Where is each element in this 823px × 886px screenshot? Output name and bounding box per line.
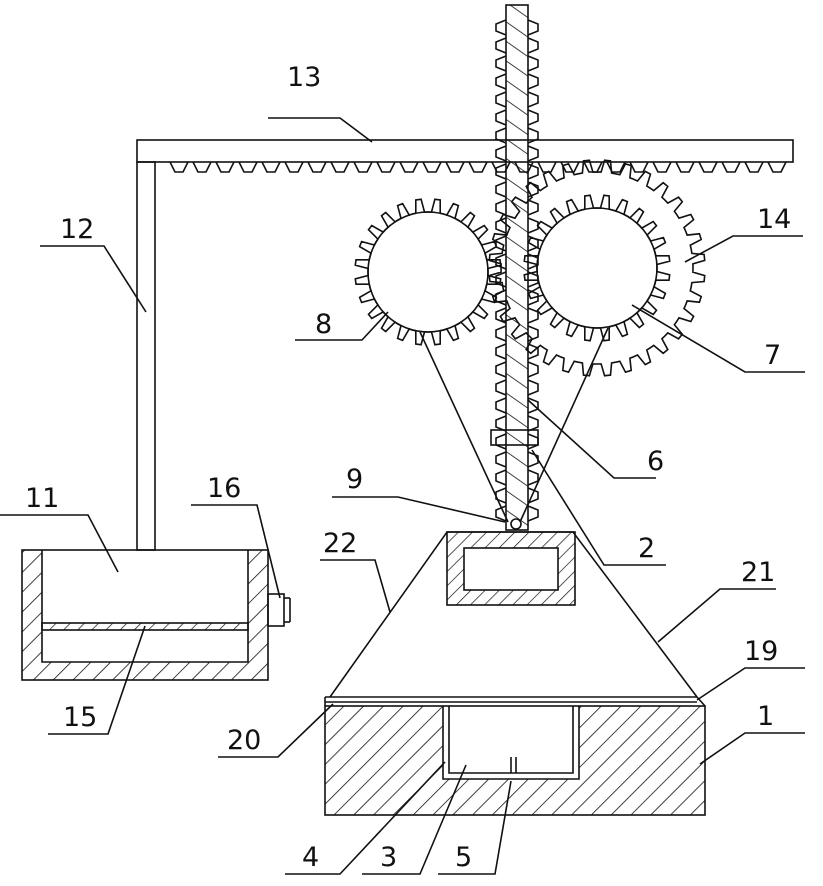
arm-tooth <box>699 162 717 172</box>
arm-tooth <box>262 162 280 172</box>
arm-tooth <box>193 162 211 172</box>
rack-tooth <box>496 344 506 359</box>
arm-tooth <box>308 162 326 172</box>
label-6: 6 <box>647 446 664 477</box>
arm-tooth <box>216 162 234 172</box>
rack-tooth <box>528 164 538 179</box>
arm-tooth <box>469 162 487 172</box>
rack-tooth <box>528 146 538 161</box>
rack-tooth <box>496 20 506 35</box>
rack-tooth <box>528 200 538 215</box>
gear-7 <box>524 195 669 340</box>
label-2: 2 <box>638 533 655 564</box>
label-13: 13 <box>287 62 321 93</box>
rack-tooth <box>528 20 538 35</box>
valve-16 <box>268 594 290 626</box>
rack-tooth <box>528 452 538 467</box>
rack-tooth <box>528 110 538 125</box>
label-15: 15 <box>63 702 97 733</box>
label-1: 1 <box>757 701 774 732</box>
rack-tooth <box>528 506 538 521</box>
rack-tooth <box>496 416 506 431</box>
arm-tooth <box>768 162 786 172</box>
rack-tooth <box>496 398 506 413</box>
label-12: 12 <box>60 214 94 245</box>
label-9: 9 <box>346 464 363 495</box>
rack-tooth <box>528 74 538 89</box>
rack-tooth <box>496 452 506 467</box>
rack-tooth <box>528 218 538 233</box>
rack-tooth <box>496 92 506 107</box>
rack-tooth <box>528 470 538 485</box>
label-14: 14 <box>757 204 791 235</box>
container-11 <box>22 550 268 680</box>
rack-tooth <box>496 326 506 341</box>
rack-tooth <box>496 470 506 485</box>
rack-tooth <box>528 362 538 377</box>
rack-tooth <box>496 362 506 377</box>
rack-tooth <box>496 110 506 125</box>
arm-tooth <box>722 162 740 172</box>
vertical-rack <box>491 5 538 530</box>
label-5: 5 <box>455 842 472 873</box>
rack-tooth <box>496 182 506 197</box>
arm-tooth <box>354 162 372 172</box>
rack-tooth <box>528 416 538 431</box>
arm-tooth <box>170 162 188 172</box>
rack-tooth <box>496 74 506 89</box>
label-16: 16 <box>207 473 241 504</box>
arm-tooth <box>423 162 441 172</box>
arm-tooth <box>676 162 694 172</box>
label-4: 4 <box>302 842 319 873</box>
rack-tooth <box>496 200 506 215</box>
rack-tooth <box>528 38 538 53</box>
arm-tooth <box>400 162 418 172</box>
arm-tooth <box>446 162 464 172</box>
rack-tooth <box>528 92 538 107</box>
rack-tooth <box>496 434 506 449</box>
base-plate <box>325 697 705 706</box>
rack-tooth <box>496 38 506 53</box>
rack-tooth <box>528 380 538 395</box>
label-21: 21 <box>741 557 775 588</box>
top-box <box>447 532 575 605</box>
rack-tooth <box>528 434 538 449</box>
label-19: 19 <box>744 636 778 667</box>
rack-tooth <box>496 146 506 161</box>
label-7: 7 <box>764 340 781 371</box>
arm-tooth <box>653 162 671 172</box>
label-3: 3 <box>380 842 397 873</box>
rack-tooth <box>528 56 538 71</box>
label-20: 20 <box>227 725 261 756</box>
rack-tooth <box>496 56 506 71</box>
label-11: 11 <box>25 483 59 514</box>
arm-tooth <box>538 162 556 172</box>
arm-tooth <box>239 162 257 172</box>
arm-tooth <box>331 162 349 172</box>
label-8: 8 <box>315 309 332 340</box>
label-22: 22 <box>323 528 357 559</box>
arm-tooth <box>745 162 763 172</box>
rack-tooth <box>496 380 506 395</box>
arm-tooth <box>377 162 395 172</box>
arm-tooth <box>285 162 303 172</box>
base-block <box>325 706 705 815</box>
